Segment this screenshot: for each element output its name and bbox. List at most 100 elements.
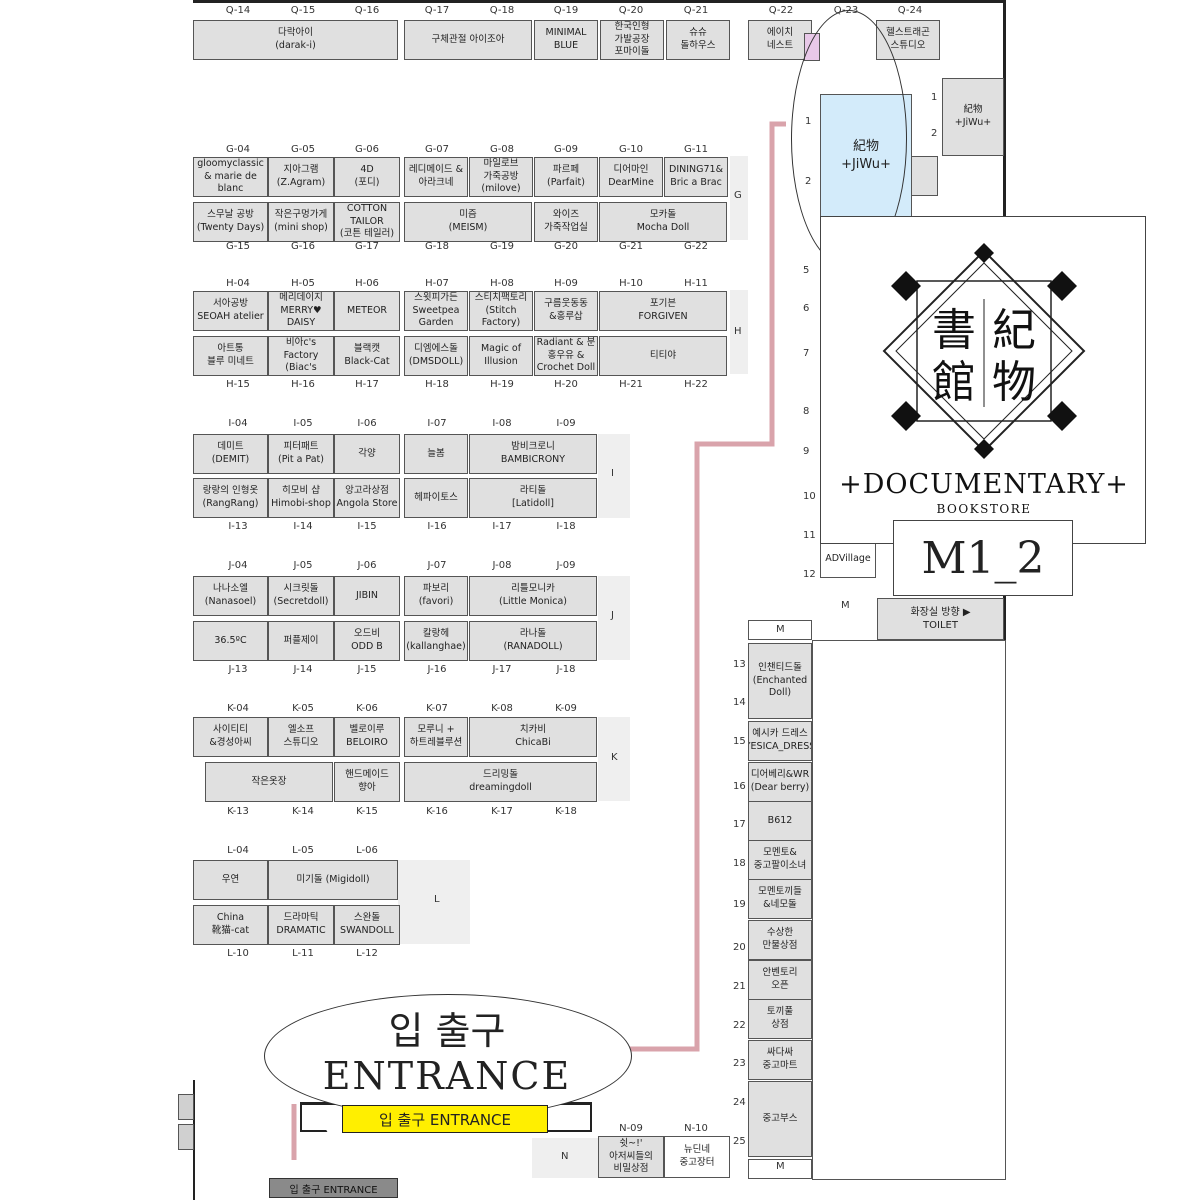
booth[interactable]: 인챈티드돌 (Enchanted Doll) (748, 643, 812, 719)
booth[interactable]: 핸드메이드 향아 (334, 762, 400, 802)
booth[interactable]: 랑랑의 인형옷 (RangRang) (193, 478, 268, 518)
booth[interactable]: 비아c's Factory (Biac's (268, 336, 334, 376)
booth[interactable]: 토끼풀 상점 (748, 999, 812, 1039)
row-letter: 25 (733, 1136, 746, 1147)
booth[interactable]: China 靴猫-cat (193, 905, 268, 945)
booth-number: Q-22 (768, 5, 794, 16)
toilet-direction[interactable]: 화장실 방향 ▶ TOILET (877, 598, 1004, 640)
booth[interactable]: 스무날 공방 (Twenty Days) (193, 202, 268, 242)
booth-number: K-08 (491, 703, 513, 714)
booth-number: J-08 (492, 560, 512, 571)
row-letter: 22 (733, 1020, 746, 1031)
booth[interactable]: 디어마인 DearMine (599, 157, 663, 197)
booth-number: G-04 (225, 144, 251, 155)
booth[interactable]: 작은구멍가게 (mini shop) (268, 202, 334, 242)
booth[interactable]: 앙고라상점 Angola Store (334, 478, 400, 518)
booth[interactable]: 4D (포디) (334, 157, 400, 197)
booth[interactable]: 뉴딘네 중고장터 (664, 1136, 730, 1178)
booth[interactable]: 모루니 + 하트레블루션 (404, 717, 468, 757)
booth-number: H-08 (490, 278, 514, 289)
booth[interactable]: 레디메이드 & 아라크네 (404, 157, 468, 197)
booth[interactable]: 구체관절 아이조아 (404, 20, 532, 60)
booth[interactable]: 구름웃동동 &홍루삽 (534, 291, 598, 331)
booth[interactable]: 나나소엘 (Nanasoel) (193, 576, 268, 616)
booth[interactable]: 다락아이 (darak-i) (193, 20, 398, 60)
booth[interactable]: 라나돌 (RANADOLL) (469, 621, 597, 661)
booth[interactable]: 오드비 ODD B (334, 621, 400, 661)
booth[interactable]: 헤파이토스 (404, 478, 468, 518)
booth[interactable]: 스윗피가든 Sweetpea Garden (404, 291, 468, 331)
booth[interactable]: 스티치팩토리 (Stitch Factory) (469, 291, 533, 331)
booth[interactable]: 포기븐 FORGIVEN (599, 291, 727, 331)
booth[interactable]: 디엠에스돌 (DMSDOLL) (404, 336, 468, 376)
booth[interactable]: 紀物 +JiWu+ (942, 78, 1004, 156)
booth[interactable]: METEOR (334, 291, 400, 331)
booth[interactable]: 드리밍돌 dreamingdoll (404, 762, 597, 802)
booth[interactable]: 작은옷장 (205, 762, 333, 802)
booth[interactable]: 쉿~!' 아저씨들의 비밀상점 (598, 1136, 664, 1178)
booth[interactable]: 엘소프 스튜디오 (268, 717, 334, 757)
booth[interactable]: 칼랑헤 (kallanghae) (404, 621, 468, 661)
booth[interactable]: 수상한 만물상점 (748, 920, 812, 960)
booth[interactable]: 피터패트 (Pit a Pat) (268, 434, 334, 474)
booth[interactable]: 파르페 (Parfait) (534, 157, 598, 197)
booth[interactable]: 중고부스 (748, 1081, 812, 1157)
booth[interactable]: 모멘토끼들 &네모돌 (748, 879, 812, 919)
booth-number: Q-15 (290, 5, 316, 16)
booth[interactable]: 퍼플제이 (268, 621, 334, 661)
booth-number: Q-21 (683, 5, 709, 16)
booth[interactable]: 리틀모니카 (Little Monica) (469, 576, 597, 616)
booth[interactable]: 메리데이지 MERRY♥ DAISY (268, 291, 334, 331)
booth[interactable]: 36.5ºC (193, 621, 268, 661)
booth[interactable]: 파보리 (favori) (404, 576, 468, 616)
booth[interactable]: 라티돌 [Latidoll] (469, 478, 597, 518)
booth[interactable]: 각양 (334, 434, 400, 474)
booth[interactable]: DINING71& Bric a Brac (664, 157, 728, 197)
booth[interactable]: JIBIN (334, 576, 400, 616)
booth[interactable]: B612 (748, 801, 812, 841)
booth[interactable]: 데미트 (DEMIT) (193, 434, 268, 474)
booth[interactable]: 히모비 샵 Himobi-shop (268, 478, 334, 518)
m-letter: M (841, 600, 850, 611)
booth[interactable]: 서아공방 SEOAH atelier (193, 291, 268, 331)
booth[interactable]: 늘봄 (404, 434, 468, 474)
booth[interactable]: 치카비 ChicaBi (469, 717, 597, 757)
booth[interactable]: 스완돌 SWANDOLL (334, 905, 400, 945)
booth[interactable]: 와이즈 가죽작업실 (534, 202, 598, 242)
booth[interactable]: 아트통 블루 미네트 (193, 336, 268, 376)
booth[interactable]: Radiant & 분 홍우유 & Crochet Doll (534, 336, 598, 376)
booth[interactable]: 미기돌 (Migidoll) (268, 860, 398, 900)
booth[interactable]: 시크릿돌 (Secretdoll) (268, 576, 334, 616)
booth-number: I-04 (228, 418, 248, 429)
booth[interactable]: 안벤토리 오픈 (748, 960, 812, 1000)
booth[interactable]: 드라마틱 DRAMATIC (268, 905, 334, 945)
booth[interactable]: MINIMAL BLUE (534, 20, 598, 60)
booth[interactable]: 디어베리&WR (Dear berry) (748, 762, 812, 802)
booth[interactable]: 벨로이루 BELOIRO (334, 717, 400, 757)
booth[interactable]: 모카돌 Mocha Doll (599, 202, 727, 242)
row-letter: 13 (733, 659, 746, 670)
booth[interactable]: 밤비크로니 BAMBICRONY (469, 434, 597, 474)
booth[interactable]: 지아그램 (Z.Agram) (268, 157, 334, 197)
booth-number: Q-18 (489, 5, 515, 16)
booth-number: I-14 (293, 521, 313, 532)
booth[interactable]: 우연 (193, 860, 268, 900)
booth[interactable]: 한국인형 가발공장 포마이돌 (600, 20, 664, 60)
booth[interactable]: gloomyclassic & marie de blanc (193, 157, 268, 197)
booth[interactable]: 에이치 네스트 (748, 20, 812, 60)
booth[interactable]: 싸다싸 중고마트 (748, 1040, 812, 1080)
row-letter: 14 (733, 697, 746, 708)
booth[interactable]: 사이티티 &경성아씨 (193, 717, 268, 757)
booth[interactable]: 블랙캣 Black-Cat (334, 336, 400, 376)
booth[interactable]: 마일로브 가죽공방 (milove) (469, 157, 533, 197)
booth[interactable]: Magic of Illusion (469, 336, 533, 376)
booth[interactable]: 슈슈 돌하우스 (666, 20, 730, 60)
booth[interactable]: 티티야 (599, 336, 727, 376)
booth-number: G-09 (553, 144, 579, 155)
booth[interactable]: ADVillage (820, 540, 876, 578)
booth[interactable]: COTTON TAILOR (코튼 테일러) (334, 202, 400, 242)
booth[interactable]: 예시카 드레스 YESICA_DRESS (748, 721, 812, 761)
booth[interactable]: 모멘토& 중고팔이소녀 (748, 840, 812, 880)
row-letter: 5 (803, 265, 810, 276)
booth[interactable]: 미즘 (MEISM) (404, 202, 532, 242)
